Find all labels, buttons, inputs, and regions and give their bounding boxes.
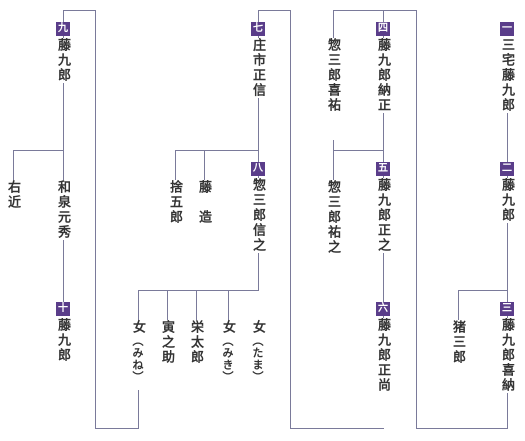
person-name: 寅之助	[159, 320, 174, 365]
person-name: 惣三郎信之	[250, 178, 265, 253]
generation-badge: 七	[251, 22, 265, 36]
connector-line	[138, 290, 259, 291]
connector-line	[13, 150, 14, 180]
connector-line	[63, 10, 96, 11]
person-note: （みね）	[131, 335, 144, 383]
connector-line	[228, 290, 229, 320]
connector-line	[63, 10, 64, 310]
generation-badge: 六	[376, 302, 390, 316]
connector-line	[167, 290, 168, 320]
person-name: 藤九郎納正	[375, 38, 390, 113]
person-note: （みき）	[221, 335, 234, 383]
person-name: 藤九郎	[499, 178, 514, 223]
generation-badge: 九	[56, 22, 70, 36]
connector-line	[175, 150, 176, 180]
person-name-text: 女	[250, 320, 265, 335]
connector-line	[95, 10, 96, 428]
person-name: 女（たま）	[250, 320, 265, 383]
person-name: 藤九郎正尚	[375, 318, 390, 393]
person-name: 三宅藤九郎	[499, 38, 514, 113]
person-name: 惣三郎喜祐	[325, 38, 340, 113]
person-note: （たま）	[251, 335, 264, 383]
person-name: 藤九郎正之	[375, 178, 390, 253]
connector-line	[196, 290, 197, 320]
generation-badge: 一	[500, 22, 514, 36]
person-name: 女（みね）	[130, 320, 145, 383]
generation-badge: 五	[376, 162, 390, 176]
connector-line	[507, 38, 508, 428]
connector-line	[290, 428, 384, 429]
connector-line	[333, 10, 334, 38]
person-name: 藤九郎	[55, 38, 70, 83]
generation-badge: 二	[500, 162, 514, 176]
generation-badge: 八	[251, 162, 265, 176]
person-name: 栄太郎	[188, 320, 203, 365]
generation-badge: 十	[56, 302, 70, 316]
connector-line	[138, 390, 139, 428]
connector-line	[333, 150, 383, 151]
connector-line	[458, 290, 508, 291]
connector-line	[290, 10, 291, 428]
person-name: 和泉元秀	[55, 180, 70, 240]
connector-line	[138, 290, 139, 320]
person-name: 捨五郎	[167, 180, 182, 225]
connector-line	[416, 428, 508, 429]
connector-line	[95, 428, 139, 429]
person-name: 猪三郎	[450, 320, 465, 365]
person-name: 藤九郎喜納	[499, 318, 514, 393]
person-name: 藤 造	[196, 180, 211, 225]
person-name-text: 女	[220, 320, 235, 335]
connector-line	[13, 150, 64, 151]
connector-line	[204, 150, 205, 180]
person-name: 女（みき）	[220, 320, 235, 383]
person-name: 藤九郎	[55, 318, 70, 363]
person-name: 惣三郎祐之	[325, 180, 340, 255]
connector-line	[175, 150, 259, 151]
connector-line	[258, 10, 291, 11]
generation-badge: 四	[376, 22, 390, 36]
connector-line	[416, 10, 417, 428]
person-name-text: 女	[130, 320, 145, 335]
person-name: 右近	[5, 180, 20, 210]
connector-line	[333, 140, 334, 180]
connector-line	[383, 10, 417, 11]
person-name: 庄市正信	[250, 38, 265, 98]
connector-line	[458, 290, 459, 320]
generation-badge: 三	[500, 302, 514, 316]
connector-line	[333, 10, 384, 11]
